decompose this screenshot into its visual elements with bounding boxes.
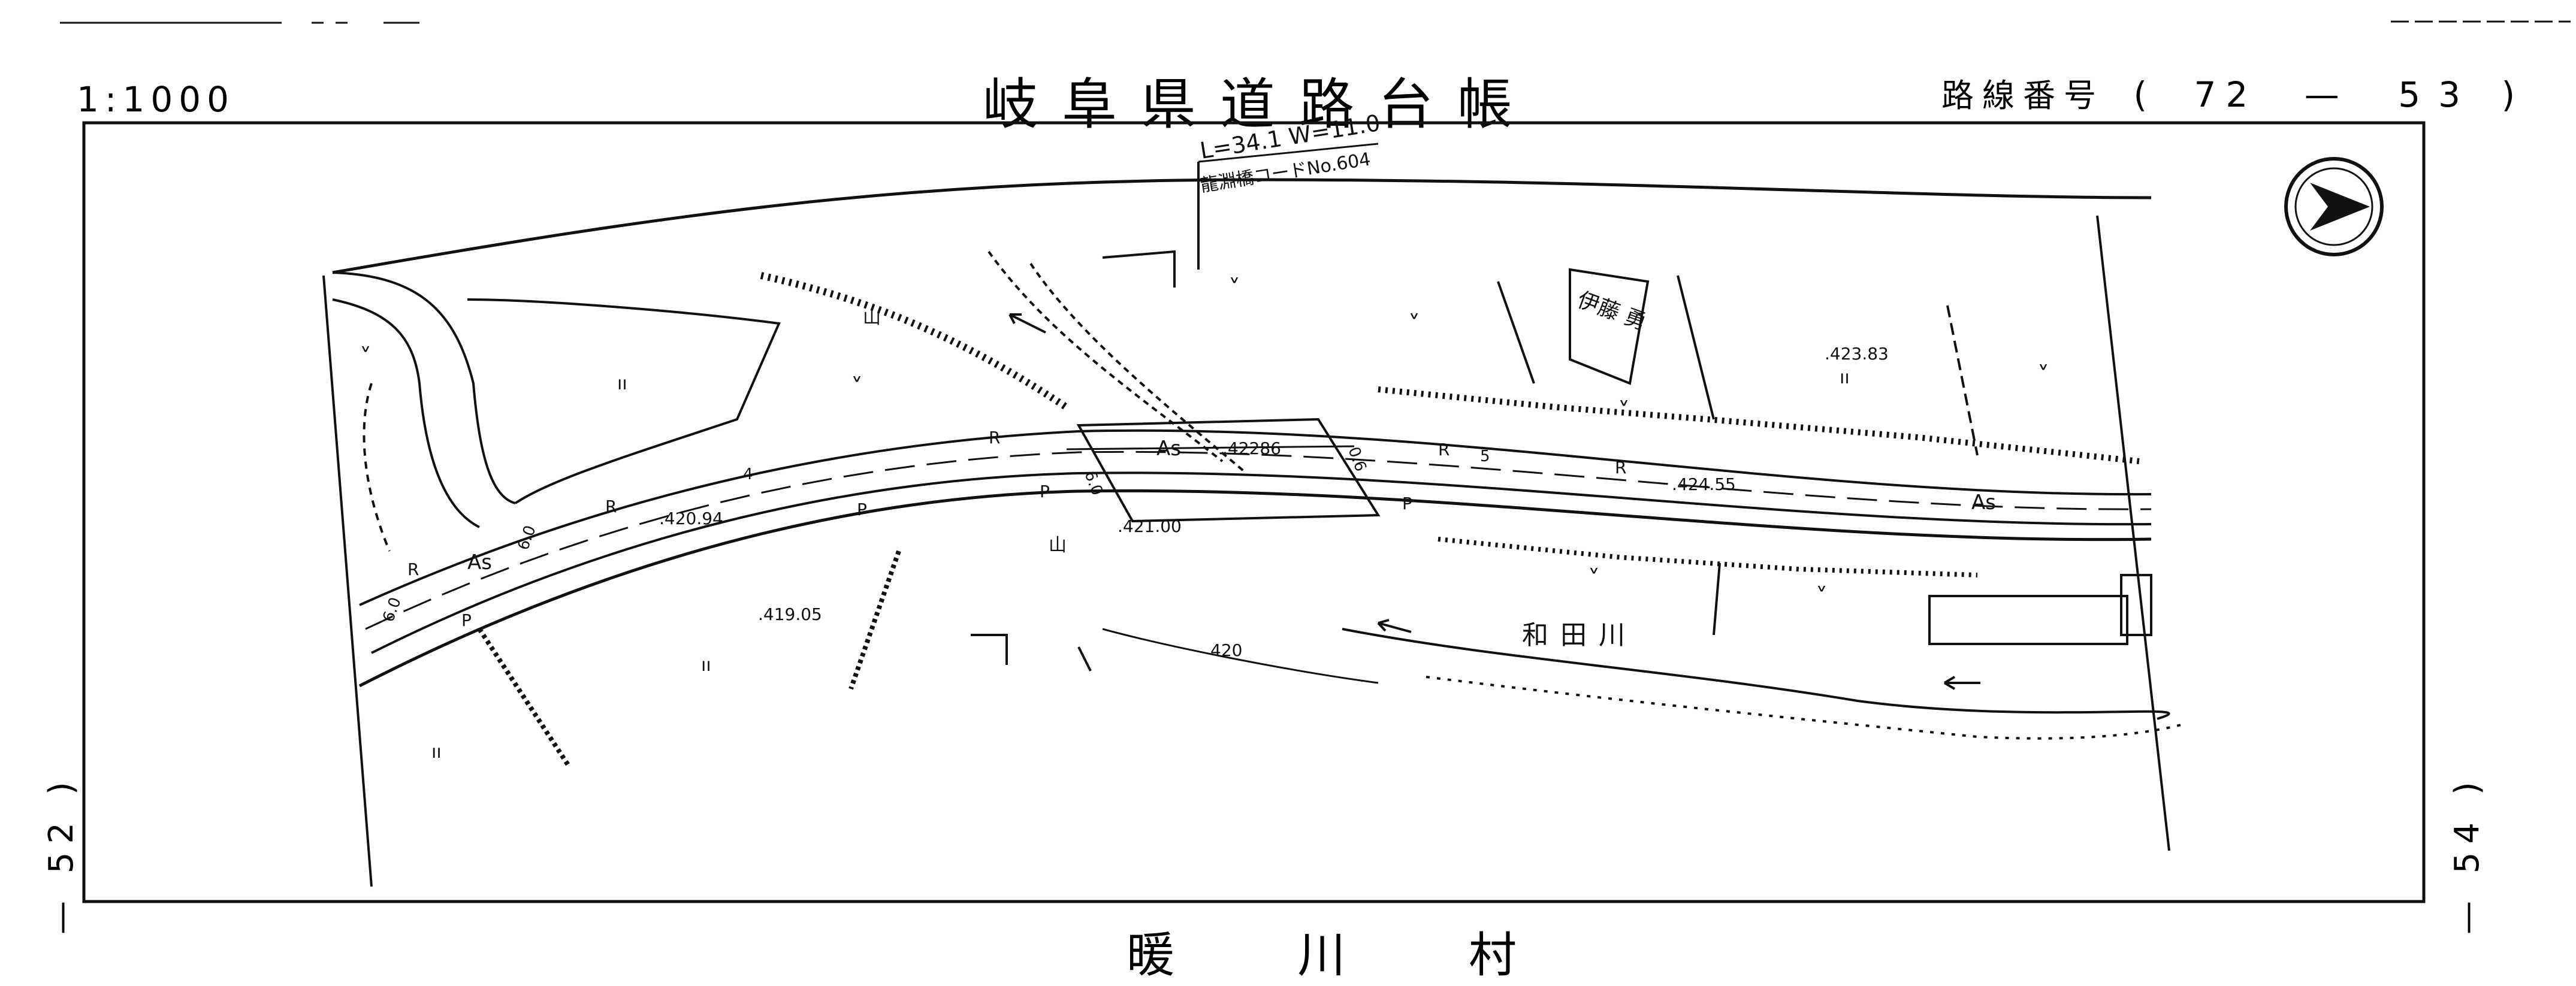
elevation-2: .42286 bbox=[1222, 438, 1281, 458]
retaining-label-4: R bbox=[1615, 458, 1626, 477]
elevation-1: .423.83 bbox=[1825, 344, 1889, 364]
route-number-part1: 72 bbox=[2194, 74, 2258, 115]
forest-mark-1: 山 bbox=[863, 307, 881, 328]
field-mark-3: ˅ bbox=[1228, 275, 1240, 303]
lot-line-3 bbox=[1946, 305, 1979, 456]
retaining-label-1: R bbox=[989, 428, 1000, 447]
field-mark-1: ˅ bbox=[360, 344, 372, 371]
elevation-5: .421.00 bbox=[1118, 516, 1182, 536]
road-edge-north bbox=[332, 178, 2152, 274]
map-frame bbox=[82, 121, 2426, 903]
retaining-wall-north bbox=[1378, 386, 2140, 464]
building-upper-left bbox=[1102, 250, 1176, 288]
paddy-mark-4: ıı bbox=[431, 742, 442, 763]
forest-mark-2: 山 bbox=[1049, 535, 1067, 556]
asphalt-label-3: As bbox=[467, 551, 492, 574]
bridge-callout-leader bbox=[1198, 143, 1379, 163]
paddy-mark-2: ıı bbox=[1840, 367, 1850, 388]
pavement-label-1: P bbox=[1040, 482, 1050, 501]
pavement-label-2: P bbox=[1402, 494, 1412, 513]
field-parcel-1 bbox=[467, 298, 781, 504]
flow-arrow-3 bbox=[1943, 676, 1980, 690]
flow-arrow-1 bbox=[1008, 313, 1046, 334]
field-mark-8: ˅ bbox=[1816, 583, 1828, 611]
elevation-6: .419.05 bbox=[758, 604, 822, 624]
river-upstream bbox=[987, 250, 1224, 462]
field-mark-5: ˅ bbox=[2037, 362, 2049, 389]
route-number-part2: 53 bbox=[2398, 74, 2479, 115]
route-number-open: ( bbox=[2133, 74, 2148, 115]
field-mark-2: ˅ bbox=[851, 374, 863, 401]
road-map-drawing: L=34.1 W=11.0 龍淵橋コードNo.604 伊藤 勇 和田川 .423… bbox=[60, 20, 2571, 903]
flow-arrow-2 bbox=[1377, 619, 1412, 633]
carriageway-north bbox=[359, 429, 2152, 606]
asphalt-label-2: As bbox=[1971, 491, 1996, 515]
river-bank-south bbox=[1426, 676, 2182, 740]
river-name: 和田川 bbox=[1522, 620, 1637, 651]
corner-mark-1 bbox=[971, 634, 1008, 665]
route-number-close: ) bbox=[2501, 74, 2515, 115]
slope-hatch-lower bbox=[477, 627, 572, 769]
retaining-label-5: R bbox=[407, 559, 419, 579]
lot-line-2 bbox=[1677, 275, 1715, 420]
map-scale: 1:1000 bbox=[77, 79, 235, 120]
road-centerline bbox=[365, 450, 2152, 630]
carriageway-south bbox=[371, 471, 2152, 654]
contour-420 bbox=[1102, 628, 1379, 684]
width-label-b: 6.0 bbox=[514, 523, 539, 552]
field-mark-7: ˅ bbox=[1588, 565, 1600, 593]
river-bank-north bbox=[1342, 628, 2170, 720]
paddy-mark-3: ıı bbox=[701, 655, 711, 676]
boundary-west bbox=[322, 275, 373, 887]
access-road-inner bbox=[332, 298, 480, 528]
road-edge-south bbox=[358, 489, 2152, 688]
bridge-deck bbox=[1066, 445, 1355, 450]
elevation-4: .420.94 bbox=[659, 509, 723, 528]
map-title: 岐阜県道路台帳 bbox=[983, 72, 1537, 137]
elevation-3: .424.55 bbox=[1672, 474, 1736, 494]
retaining-label-3: R bbox=[605, 497, 617, 516]
pavement-label-4: P bbox=[461, 610, 472, 630]
lot-line-4 bbox=[1713, 562, 1721, 636]
width-label-d: 0.6 bbox=[1344, 444, 1369, 474]
building-riverside bbox=[1928, 595, 2128, 645]
river-upstream-2 bbox=[1029, 262, 1248, 474]
route-number-dash: — bbox=[2304, 74, 2339, 115]
marker-num-4: 4 bbox=[743, 465, 753, 483]
route-number: 路線番号 ( 72 — 53 ) bbox=[1941, 69, 2515, 116]
owner-name: 伊藤 勇 bbox=[1574, 288, 1650, 335]
marker-num-5: 5 bbox=[1480, 447, 1490, 465]
retaining-label-2: R bbox=[1438, 440, 1449, 459]
building-owner-lot bbox=[1569, 268, 1650, 385]
retaining-wall-hatch bbox=[760, 272, 1069, 410]
asphalt-label-1: As bbox=[1156, 437, 1181, 461]
contour-label: 420 bbox=[1210, 640, 1242, 660]
access-dash bbox=[363, 383, 391, 552]
lot-line-1 bbox=[1497, 281, 1535, 384]
corner-mark-2 bbox=[1077, 646, 1092, 672]
access-road-curve bbox=[332, 271, 516, 504]
route-number-label: 路線番号 bbox=[1941, 77, 2104, 114]
retaining-wall-south bbox=[1438, 537, 1978, 577]
building-small bbox=[2120, 574, 2152, 636]
north-arrow-inner bbox=[2294, 167, 2373, 246]
pavement-label-3: P bbox=[857, 500, 867, 519]
boundary-east bbox=[2096, 215, 2170, 851]
bridge-outline bbox=[1076, 418, 1381, 523]
slope-hatch-mid bbox=[848, 550, 901, 690]
paddy-mark-1: ıı bbox=[617, 373, 627, 394]
field-mark-6: ˅ bbox=[1618, 398, 1630, 425]
north-arrow-pointer-icon bbox=[2310, 183, 2370, 231]
field-mark-4: ˅ bbox=[1408, 311, 1420, 338]
width-label-c: 6.0 bbox=[379, 595, 404, 624]
north-arrow-icon bbox=[2284, 157, 2384, 256]
